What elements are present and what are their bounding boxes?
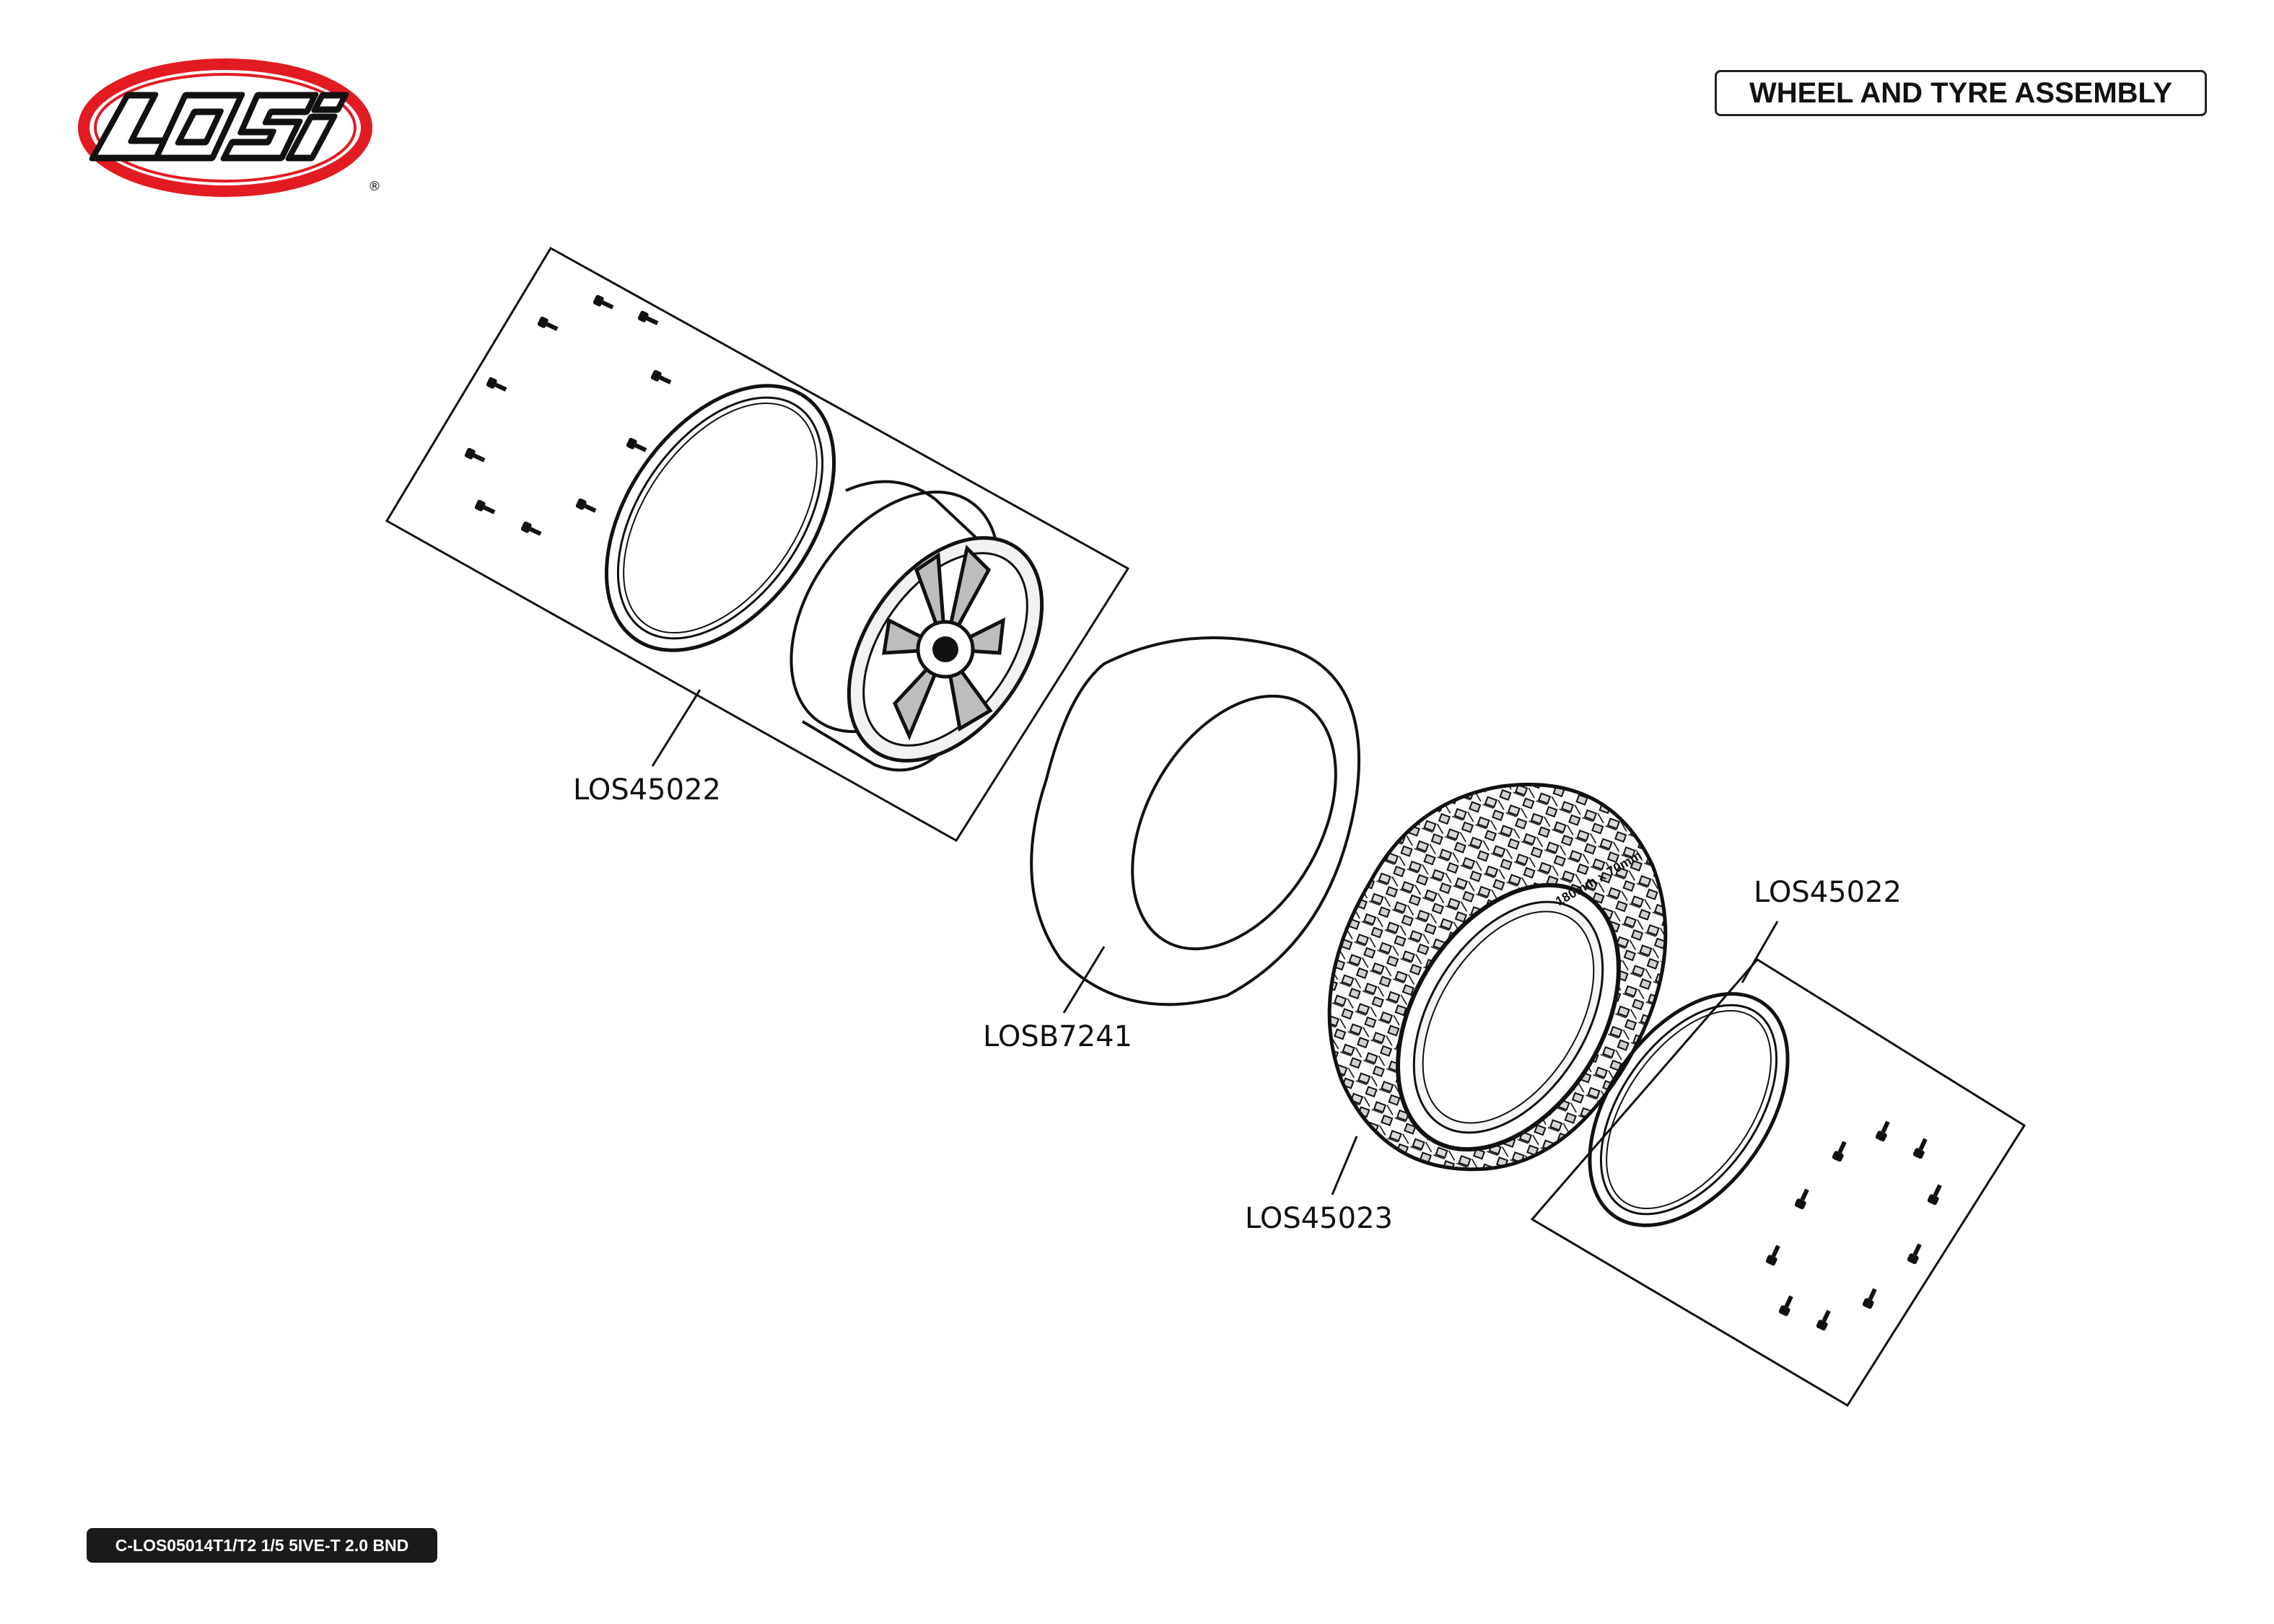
leader-mounted-tyre [1331, 1136, 1358, 1195]
leader-foam-insert [1062, 946, 1106, 1014]
leader-right-bead-kit [1741, 921, 1779, 983]
right-screws [1764, 1119, 1945, 1332]
callout-foam-insert: LOSB7241 [983, 1020, 1132, 1053]
callout-right-bead-kit: LOS45022 [1754, 876, 1902, 909]
left-parts-box [385, 246, 1130, 843]
left-bead-ring [604, 384, 836, 652]
losi-logo [78, 58, 372, 197]
foam-insert [1030, 636, 1361, 1006]
callout-left-bead-kit: LOS45022 [573, 773, 721, 807]
right-bead-ring [1588, 992, 1790, 1227]
right-parts-box [1530, 958, 2026, 1408]
model-code-badge: C-LOS05014T1/T2 1/5 5IVE-T 2.0 BND [87, 1528, 437, 1563]
wheel-rim [790, 480, 1044, 772]
page-title: WHEEL AND TYRE ASSEMBLY [1715, 70, 2207, 116]
left-screws [463, 294, 673, 539]
mounted-tyre: 180mm x 70mm [1327, 782, 1668, 1172]
callout-mounted-tyre: LOS45023 [1245, 1202, 1393, 1235]
leader-left-bead-kit [651, 689, 701, 767]
registered-mark: ® [368, 179, 381, 194]
